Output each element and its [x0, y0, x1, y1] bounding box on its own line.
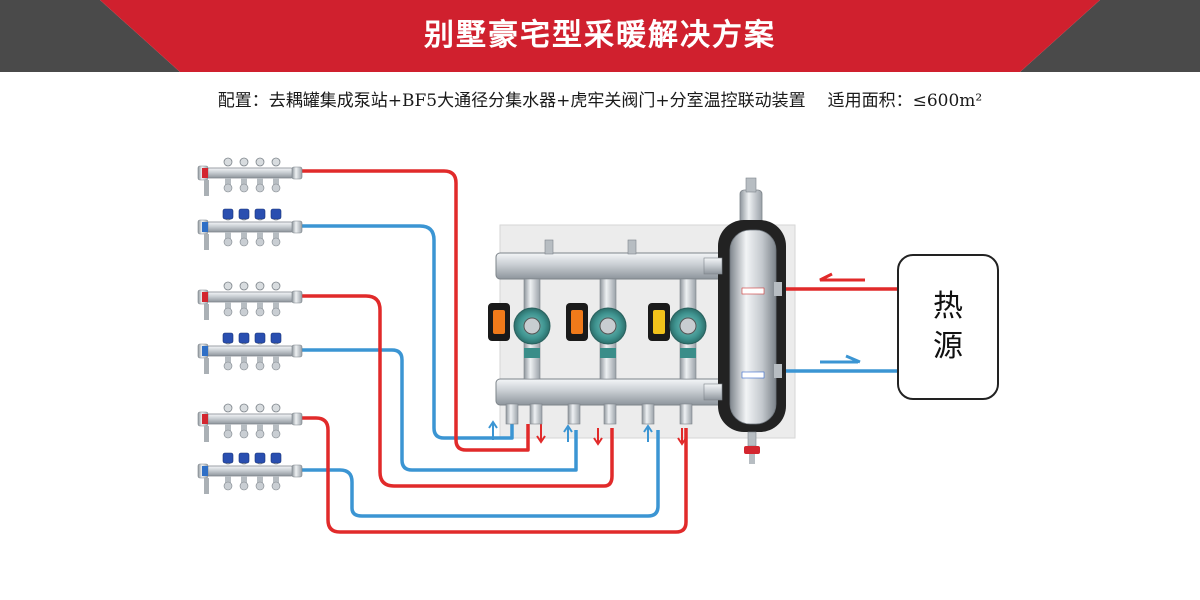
arrow-down-2	[593, 428, 603, 446]
supply-pipe-1	[286, 169, 530, 452]
arrow-up-2	[563, 424, 573, 442]
return-manifold-2	[197, 332, 303, 375]
arrow-down-1	[536, 424, 546, 444]
supply-pipe-2	[286, 294, 614, 488]
supply-pipe-3	[286, 416, 688, 534]
pump-unit-2	[566, 278, 627, 380]
supply-manifold-3	[197, 403, 303, 443]
banner-red-band	[100, 0, 1100, 72]
banner-right-gray-band	[1020, 0, 1200, 72]
config-text: 配置：去耦罐集成泵站+BF5大通径分集水器+虎牢关阀门+分室温控联动装置	[217, 91, 806, 111]
return-pipes	[286, 224, 900, 518]
manifold-group-2	[197, 281, 303, 375]
supply-arrow-left	[819, 272, 865, 282]
pump-unit-1	[488, 278, 551, 380]
pump-unit-3	[648, 278, 707, 380]
banner-left-gray-band	[0, 0, 180, 72]
manifold-group-3	[197, 403, 303, 495]
pump-station	[488, 239, 723, 425]
page-title: 别墅豪宅型采暖解决方案	[424, 18, 776, 53]
arrow-up-3	[643, 424, 653, 442]
arrow-down-3	[677, 428, 687, 446]
heat-source-label-2: 源	[933, 329, 963, 364]
outlet-stubs	[505, 403, 693, 425]
arrow-up-1	[488, 420, 498, 440]
area-text: 适用面积：≤600m²	[827, 91, 983, 111]
return-pipe-1	[286, 224, 514, 440]
return-manifold-1	[197, 208, 303, 251]
bottom-header	[495, 378, 723, 406]
top-header	[495, 252, 723, 280]
return-arrow-right	[820, 354, 861, 364]
heat-source-box: 热 源	[897, 254, 999, 400]
tank-body	[729, 229, 777, 425]
config-line: 配置：去耦罐集成泵站+BF5大通径分集水器+虎牢关阀门+分室温控联动装置 适用面积…	[0, 86, 1200, 111]
flow-arrows	[488, 420, 687, 446]
return-pipe-2	[286, 348, 578, 472]
supply-pipes	[286, 169, 900, 534]
supply-manifold-1	[197, 157, 303, 197]
manifold-group-1	[197, 157, 303, 251]
title-banner	[0, 0, 1200, 72]
return-pipe-3	[286, 430, 660, 518]
heat-source-label-1: 热	[933, 289, 963, 324]
supply-manifold-2	[197, 281, 303, 321]
return-manifold-3	[197, 452, 303, 495]
decoupling-tank	[703, 177, 786, 464]
